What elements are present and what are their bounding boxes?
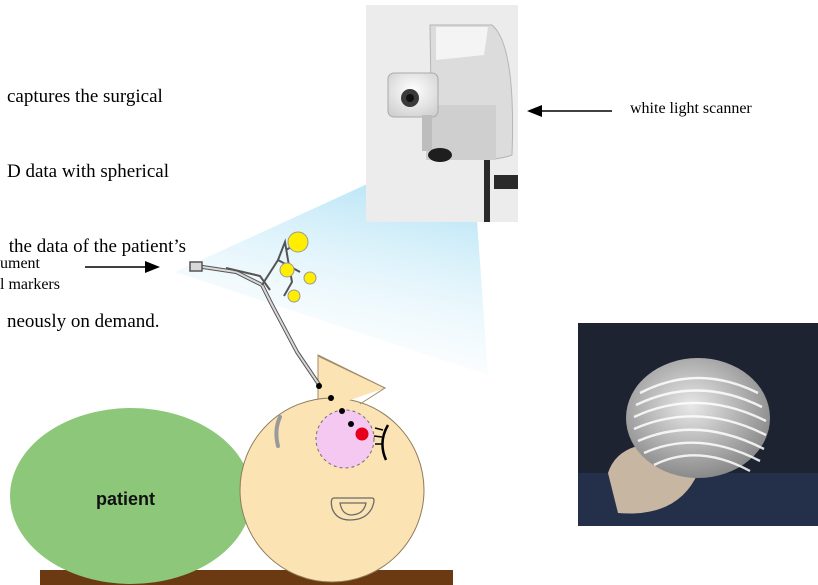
face-scan-photo — [578, 323, 818, 526]
description-line: captures the surgical — [0, 84, 290, 109]
scanner-photo — [366, 5, 518, 222]
path-dot — [328, 395, 334, 401]
description-text: captures the surgical D data with spheri… — [0, 34, 290, 359]
patient-label: patient — [96, 489, 155, 510]
path-dot — [339, 408, 345, 414]
target-point — [356, 428, 369, 441]
scanner-label: white light scanner — [630, 100, 752, 118]
path-dot — [348, 421, 354, 427]
instrument-label-line1: ument — [0, 255, 40, 273]
scanner-arrow — [527, 105, 612, 117]
description-line: neously on demand. — [0, 309, 290, 334]
instrument-label-line2: l markers — [0, 276, 60, 294]
marker-sphere — [304, 272, 316, 284]
marker-sphere — [288, 232, 308, 252]
path-dot — [316, 383, 322, 389]
description-line: the data of the patient’s — [0, 234, 290, 259]
description-line: D data with spherical — [0, 159, 290, 184]
